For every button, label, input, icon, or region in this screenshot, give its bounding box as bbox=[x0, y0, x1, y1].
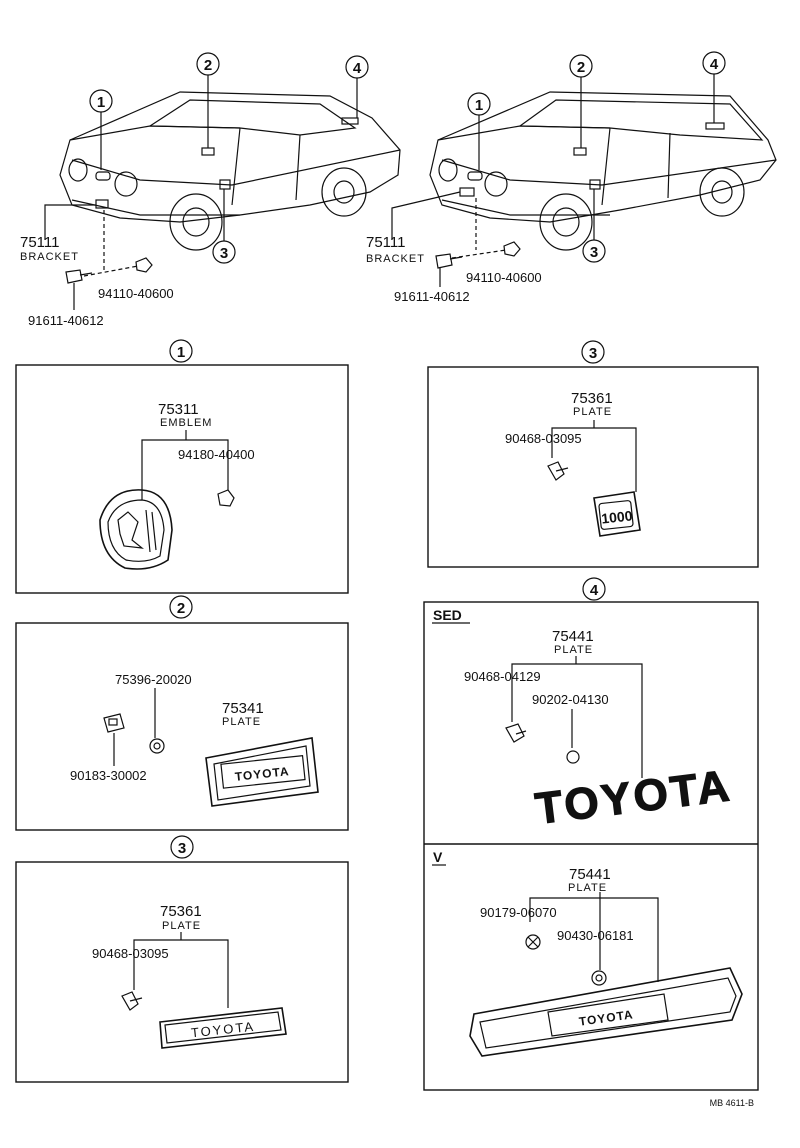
screw-part-number: 90468-03095 bbox=[505, 431, 582, 446]
retainer-icon bbox=[103, 713, 125, 733]
callout-3: 3 bbox=[220, 245, 228, 262]
panel-header-1: 1 bbox=[177, 344, 185, 361]
panel-header-2: 2 bbox=[177, 600, 185, 617]
retainer-part-number: 90183-30002 bbox=[70, 768, 147, 783]
sed-plate-part-number: 75441 bbox=[552, 628, 594, 645]
v-plate-label: PLATE bbox=[568, 882, 607, 894]
v-nut-part-number: 90430-06181 bbox=[557, 928, 634, 943]
van-illustration bbox=[429, 91, 777, 251]
bracket-part-number: 75111 bbox=[366, 234, 406, 251]
plate-text: 1000 bbox=[601, 507, 634, 526]
nut-part-number: 94110-40600 bbox=[466, 270, 542, 285]
v-plate-part-number: 75441 bbox=[569, 866, 611, 883]
bracket-label: BRACKET bbox=[366, 253, 425, 265]
van-bracket-parts: 75111 BRACKET 94110-40600 91611-40612 bbox=[366, 191, 542, 304]
sed-plate-label: PLATE bbox=[554, 644, 593, 656]
plate-part-number: 75341 bbox=[222, 700, 264, 717]
callout-4: 4 bbox=[353, 60, 362, 77]
emblem-label: EMBLEM bbox=[160, 417, 212, 429]
v-garnish-illustration: TOYOTA bbox=[469, 967, 743, 1057]
bracket-part-number: 75111 bbox=[20, 234, 60, 251]
emblem-nut-icon bbox=[217, 489, 235, 507]
sed-nut-icon bbox=[566, 750, 580, 764]
emblem-nut-part-number: 94180-40400 bbox=[178, 447, 255, 462]
screw-icon bbox=[121, 991, 139, 1011]
plate-75361-illustration: TOYOTA bbox=[159, 1007, 287, 1049]
callout-2: 2 bbox=[204, 57, 212, 74]
sed-toyota-emblem: TOYOTA bbox=[532, 761, 735, 835]
panel-2-plate: 2 75396-20020 75341 PLATE 90183-30002 TO… bbox=[15, 595, 349, 831]
callout-1: 1 bbox=[475, 97, 483, 114]
sed-nut-part-number: 90202-04130 bbox=[532, 692, 609, 707]
sedan-illustration bbox=[59, 91, 401, 251]
v-tag: V bbox=[433, 849, 443, 865]
sedan-callouts: 1 2 3 4 bbox=[89, 52, 369, 264]
sed-screw-part-number: 90468-04129 bbox=[464, 669, 541, 684]
sed-tag: SED bbox=[433, 607, 462, 623]
panel-header-3a: 3 bbox=[178, 840, 186, 857]
v-clip-part-number: 90179-06070 bbox=[480, 905, 557, 920]
plate-label: PLATE bbox=[162, 920, 201, 932]
nut-part-number: 94110-40600 bbox=[98, 286, 174, 301]
v-nut-icon bbox=[591, 970, 607, 986]
sed-screw-icon bbox=[505, 723, 525, 743]
plate-part-number: 75361 bbox=[571, 390, 613, 407]
screw-part-number: 90468-03095 bbox=[92, 946, 169, 961]
bolt-part-number: 91611-40612 bbox=[28, 313, 104, 328]
panel-3a-plate: 3 75361 PLATE 90468-03095 TOYOTA bbox=[15, 835, 349, 1083]
panel-4-sed: SED 75441 PLATE 90468-04129 90202-04130 … bbox=[432, 607, 735, 835]
panel-header-3b: 3 bbox=[589, 345, 597, 362]
plate-text: TOYOTA bbox=[234, 764, 290, 784]
clip-part-number: 75396-20020 bbox=[115, 672, 192, 687]
emblem-illustration bbox=[99, 489, 173, 570]
panel-header-4: 4 bbox=[590, 582, 599, 599]
panel-3b-plate: 3 75361 PLATE 90468-03095 1000 bbox=[427, 340, 759, 568]
callout-3: 3 bbox=[590, 244, 598, 261]
v-clip-icon bbox=[525, 934, 541, 950]
plate-75341-illustration: TOYOTA bbox=[205, 737, 319, 807]
bolt-part-number: 91611-40612 bbox=[394, 289, 470, 304]
panel-4-plate: 4 SED 75441 PLATE 90468-04129 90202-0413… bbox=[423, 577, 759, 1091]
callout-2: 2 bbox=[577, 59, 585, 76]
sed-plate-text: TOYOTA bbox=[533, 761, 735, 834]
plate-1000-illustration: 1000 bbox=[593, 491, 641, 537]
footer-code: MB 4611-B bbox=[710, 1098, 754, 1108]
screw-icon bbox=[547, 461, 565, 481]
plate-label: PLATE bbox=[222, 716, 261, 728]
panel-1-emblem: 1 75311 EMBLEM 94180-40400 bbox=[15, 339, 349, 594]
emblem-part-number: 75311 bbox=[158, 401, 199, 418]
plate-text: TOYOTA bbox=[190, 1019, 255, 1041]
callout-1: 1 bbox=[97, 94, 105, 111]
callout-4: 4 bbox=[710, 56, 719, 73]
plate-part-number: 75361 bbox=[160, 903, 202, 920]
van-callouts: 1 2 3 4 bbox=[467, 51, 726, 263]
bracket-label: BRACKET bbox=[20, 251, 79, 263]
clip-icon bbox=[149, 738, 165, 754]
sedan-bracket-parts: 75111 BRACKET 94110-40600 91611-40612 bbox=[20, 204, 174, 328]
plate-label: PLATE bbox=[573, 406, 612, 418]
panel-4-v: V 75441 PLATE 90179-06070 90430-06181 TO… bbox=[432, 849, 743, 1057]
